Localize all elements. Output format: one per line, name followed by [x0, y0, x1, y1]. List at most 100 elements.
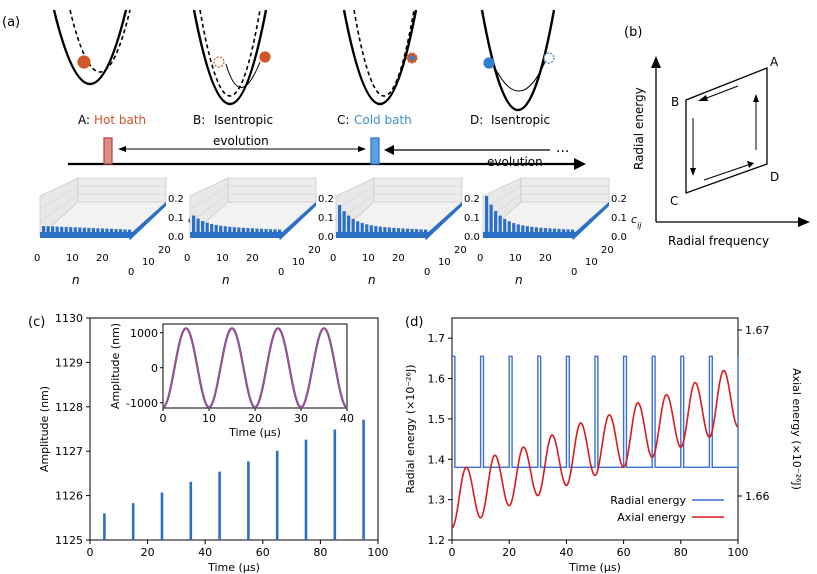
coefficient-bar — [73, 227, 77, 236]
y-tick-label: 1126 — [55, 490, 83, 503]
z-axis-label-sub: ij — [637, 221, 642, 230]
coefficient-bar — [494, 210, 498, 236]
legend-label: Axial energy — [617, 511, 686, 524]
coefficient-bar — [42, 226, 46, 236]
coefficient-bar — [210, 223, 214, 236]
amplitude-bar — [362, 419, 365, 540]
y-axis-label: Amplitude (nm) — [38, 386, 51, 472]
x-tick-label: 20 — [502, 546, 516, 559]
grid-line — [189, 185, 229, 210]
z-axis-label: cij — [631, 213, 642, 230]
x-tick-label: 60 — [256, 546, 270, 559]
back-panel — [227, 177, 317, 203]
x-axis-label: Time (μs) — [568, 561, 621, 574]
back-panel — [77, 177, 167, 203]
z-tick-label: 0.0 — [318, 232, 334, 243]
well-dashed-curve — [353, 9, 415, 97]
coefficient-bar — [69, 227, 73, 236]
amplitude-bar — [160, 492, 164, 540]
bar-base-row — [483, 232, 575, 238]
coefficient-bar — [369, 225, 373, 236]
y-tick-label: 1128 — [55, 401, 83, 414]
side-tick-label: 10 — [585, 257, 598, 268]
coefficient-bar — [360, 222, 364, 236]
corner-d: D — [770, 170, 779, 184]
y-axis-label: Radial energy (×10⁻²⁶J) — [404, 365, 417, 494]
bar-diagonal-row — [128, 202, 166, 240]
inset-y-axis-label: Amplitude (nm) — [109, 323, 122, 409]
coefficient-bar — [60, 226, 64, 236]
coefficient-bar — [525, 226, 529, 236]
bar-diagonal-row — [278, 202, 316, 240]
coefficient-bar — [530, 226, 534, 236]
coefficient-bar — [342, 211, 346, 236]
cold-bath-marker — [370, 137, 380, 165]
coefficient-bar — [55, 226, 59, 236]
grid-line — [39, 193, 79, 223]
coefficient-bar — [534, 227, 538, 236]
amplitude-bar — [131, 503, 135, 540]
motion-arrow — [225, 61, 261, 88]
inset-x-tick-label: 20 — [248, 412, 262, 425]
coefficient-bar — [507, 221, 511, 236]
coefficient-bar — [46, 226, 50, 236]
coefficient-bar — [521, 225, 525, 236]
axial-energy-line — [451, 369, 739, 529]
bar-base-row — [40, 232, 132, 238]
x-tick-label: 40 — [559, 546, 573, 559]
inset-y-tick-label: -1000 — [126, 397, 158, 410]
n-tick-label: 10 — [362, 253, 375, 264]
x-tick-label: 80 — [674, 546, 688, 559]
n-tick-label: 0 — [34, 253, 40, 264]
z-tick-label: 0.2 — [318, 194, 334, 205]
diagram-b: Radial frequency Radial energy A B C D — [632, 55, 810, 248]
grid-line — [482, 193, 522, 223]
particle — [77, 55, 91, 69]
well-dashed-curve — [199, 9, 261, 97]
corner-a: A — [770, 55, 779, 69]
panel-label-d: (d) — [405, 315, 423, 330]
coefficient-bar — [78, 227, 82, 236]
inset-y-tick-label: 0 — [151, 362, 158, 375]
potential-wells — [52, 9, 556, 112]
n-tick-label: 20 — [246, 253, 259, 264]
side-tick-label: 0 — [424, 267, 430, 278]
coefficient-bar — [374, 226, 378, 236]
coefficient-bar — [378, 226, 382, 236]
timeline-ellipsis: ... — [556, 140, 569, 156]
coefficient-bar — [241, 227, 245, 236]
y-tick-label: 1127 — [55, 445, 83, 458]
z-tick-label: 0.2 — [611, 194, 627, 205]
particle — [213, 56, 225, 68]
coefficient-bar — [516, 224, 520, 236]
grid-line — [335, 185, 375, 210]
particle-core — [409, 55, 415, 61]
z-tick-label: 0.0 — [611, 232, 627, 243]
inset-x-tick-label: 10 — [202, 412, 216, 425]
x-tick-label: 40 — [198, 546, 212, 559]
n-tick-label: 0 — [184, 253, 190, 264]
inset-x-tick-label: 40 — [340, 412, 354, 425]
n-axis-label: n — [368, 273, 376, 287]
coefficient-bar — [498, 215, 502, 236]
y-tick-label: 1.5 — [428, 413, 446, 426]
x-axis-label: Time (μs) — [207, 561, 260, 574]
coefficient-bar — [237, 227, 241, 236]
stage-a-name: Hot bath — [94, 113, 146, 127]
coefficient-bar — [228, 226, 232, 236]
x-tick-label: 20 — [141, 546, 155, 559]
x-tick-label: 100 — [728, 546, 749, 559]
n-tick-label: 20 — [96, 253, 109, 264]
coefficient-bar-plots: 0.20.10.0cij0102001020n0.20.10.0cij01020… — [34, 177, 642, 287]
y-tick-label: 1.6 — [428, 373, 446, 386]
stage-d-sub: evolution — [487, 155, 543, 169]
inset-y-tick-label: 1000 — [130, 327, 158, 340]
bar-base-row — [336, 232, 428, 238]
x-tick-label: 0 — [87, 546, 94, 559]
well-curve — [52, 9, 128, 86]
